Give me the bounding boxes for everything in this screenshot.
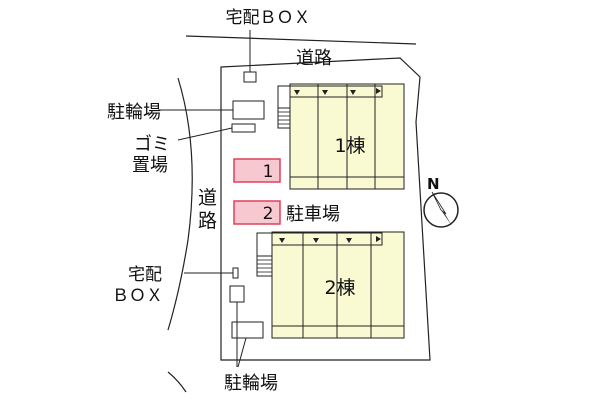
bicycle-parking-top <box>232 100 265 120</box>
parking-label: 駐車場 <box>286 204 340 225</box>
compass-north-label: N <box>427 175 440 193</box>
leader-bicycle-bottom-b <box>237 337 247 368</box>
delivery-box-label-top: 宅配ＢＯＸ <box>226 8 311 28</box>
top-road-line <box>185 35 417 45</box>
building-1 <box>277 83 405 190</box>
parking-space-2-label: 2 <box>263 204 274 224</box>
left-road-edge-upper <box>167 77 193 331</box>
garbage-area <box>231 123 256 133</box>
parking-space-2 <box>233 200 281 225</box>
compass-icon <box>423 191 459 228</box>
delivery-box-label-left-2: ＢＯＸ <box>112 286 163 306</box>
parking-space-1 <box>233 158 281 183</box>
delivery-box-top <box>243 71 257 83</box>
delivery-box-left <box>232 267 239 279</box>
building-2 <box>256 231 405 339</box>
road-label-left-1: 道 <box>198 187 217 209</box>
bicycle-parking-bottom-b <box>231 321 264 339</box>
road-label-left-2: 路 <box>198 210 217 232</box>
bicycle-parking-bottom-a <box>229 285 245 303</box>
left-road-edge-lower <box>167 371 187 393</box>
parking-space-1-label: 1 <box>263 162 274 182</box>
building-1-label: 1棟 <box>334 135 365 157</box>
delivery-box-label-left-1: 宅配 <box>128 265 162 285</box>
bicycle-parking-label-bottom: 駐輪場 <box>224 373 278 394</box>
garbage-label-line1: ゴミ <box>134 134 170 155</box>
leader-garbage <box>177 127 233 141</box>
building-2-label: 2棟 <box>324 277 355 299</box>
garbage-label-line2: 置場 <box>132 155 168 176</box>
bicycle-parking-label-top: 駐輪場 <box>107 102 161 123</box>
road-label-top: 道路 <box>296 48 332 69</box>
